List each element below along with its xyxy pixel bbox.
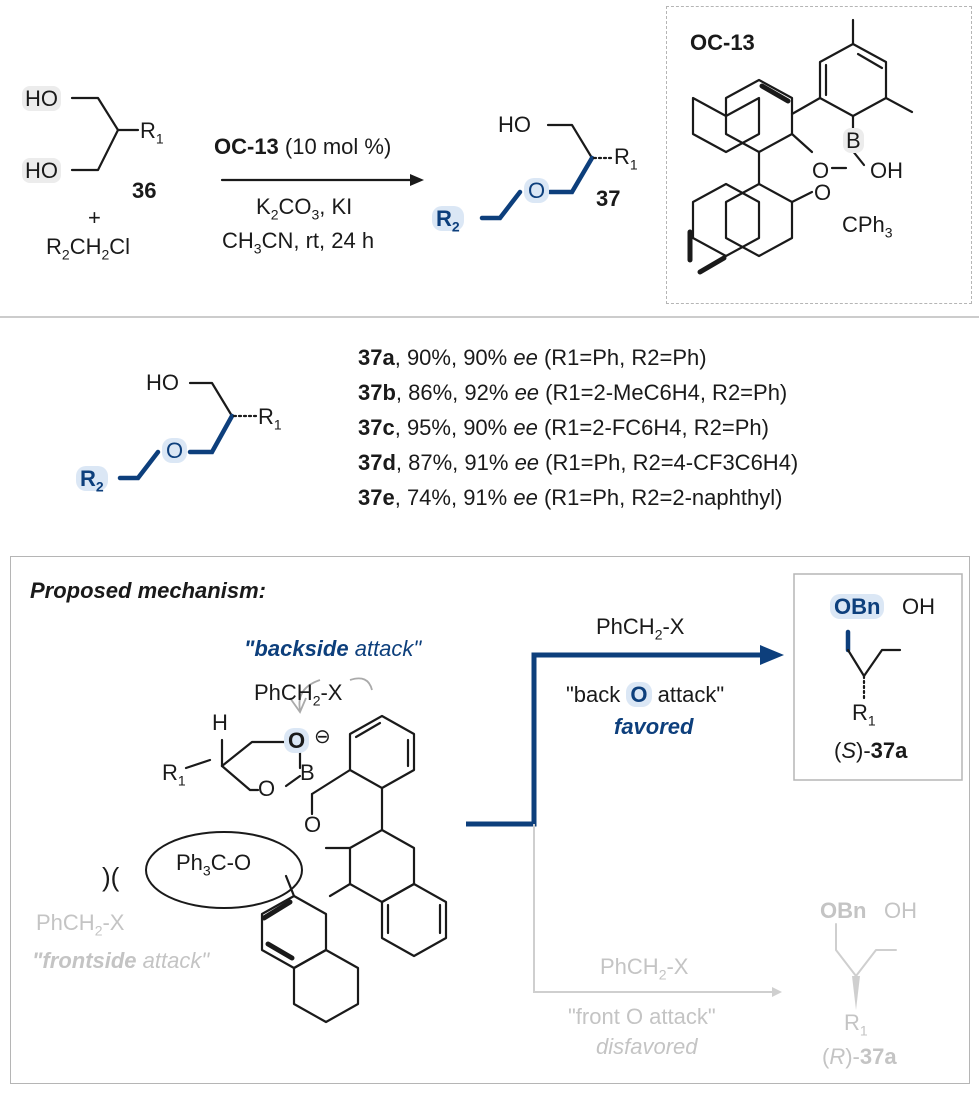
mech-aryl-oxygen: O [304,812,322,837]
disfavored-reagent: PhCH2-X [600,954,689,983]
scope-entry: 37b, 86%, 92% ee (R1=2-MeC6H4, R2=Ph) [358,380,788,405]
disfavored-text: disfavored [596,1034,698,1059]
catalyst-loading: OC-13 (10 mol %) [214,134,392,159]
r-product-obn: OBn [820,898,867,923]
steric-clash-mark: )( [102,862,120,892]
alkyl-chloride: R2CH2Cl [46,234,131,263]
frontside-attack-label: "frontside attack" [32,948,210,973]
mech-boron: B [300,760,315,785]
disfavored-label: "front O attack" [568,1004,716,1029]
scope-list: 37a, 90%, 90% ee (R1=Ph, R2=Ph) 37b, 86%… [358,340,798,515]
mech-r1: R1 [162,760,186,789]
backside-attack-label: "backside attack" [244,636,422,661]
favored-reagent: PhCH2-X [596,614,685,643]
catalyst-structure-box [666,6,972,304]
compound-37: 37 [596,186,621,211]
favored-text: favored [614,714,694,739]
s-product-r1: R1 [852,700,876,729]
s-product-oh: OH [902,594,935,619]
scope-r2: R2 [76,466,108,494]
phch2x-top: PhCH2-X [254,680,343,709]
product-r1: R1 [614,144,638,173]
r-product-oh: OH [884,898,917,923]
product-r2: R2 [432,206,464,234]
product-ho: HO [498,112,531,137]
favored-label: "back O attack" [566,682,725,707]
scope-r1: R1 [258,404,282,433]
reactant-r1: R1 [140,118,164,147]
mechanism-panel [10,556,970,1084]
scheme-bonds [0,96,979,318]
scope-entry: 37c, 95%, 90% ee (R1=2-FC6H4, R2=Ph) [358,415,769,440]
mech-trityl: Ph3C-O [176,850,252,879]
catalyst-title: OC-13 [690,30,755,55]
compound-36: 36 [132,178,157,203]
scope-entry: 37a, 90%, 90% ee (R1=Ph, R2=Ph) [358,345,707,370]
mech-hydrogen: H [212,710,228,735]
s-product-obn: OBn [830,594,885,619]
scope-ether-oxygen: O [162,438,188,463]
mech-attacking-oxygen: O [284,728,310,753]
scope-ho: HO [146,370,179,395]
negative-charge: ⊖ [314,726,331,748]
product-ether-oxygen: O [524,178,550,203]
catalyst-trityl: CPh3 [842,212,893,241]
catalyst-drawing [687,18,914,275]
r-product-label: (R)-37a [822,1044,897,1069]
solvent-conditions: CH3CN, rt, 24 h [222,228,375,257]
s-product-label: (S)-37a [834,738,908,763]
catalyst-boron: B [843,128,864,153]
catalyst-hydroxyl: OH [870,158,903,183]
scope-entry: 37e, 74%, 91% ee (R1=Ph, R2=2-naphthyl) [358,485,783,510]
catalyst-oxygen-2: O [814,180,832,205]
scope-entry: 37d, 87%, 91% ee (R1=Ph, R2=4-CF3C6H4) [358,450,799,475]
base-conditions: K2CO3, KI [256,194,353,223]
plus-sign: + [88,205,101,230]
phch2x-left: PhCH2-X [36,910,125,939]
r-product-r1: R1 [844,1010,868,1039]
mech-ring-oxygen: O [258,776,276,801]
reactant-ho-2: HO [22,158,61,183]
mechanism-title: Proposed mechanism: [30,578,266,603]
scope-bonds [117,381,258,481]
reactant-ho-1: HO [22,86,61,111]
catalyst-oxygen-1: O [812,158,830,183]
